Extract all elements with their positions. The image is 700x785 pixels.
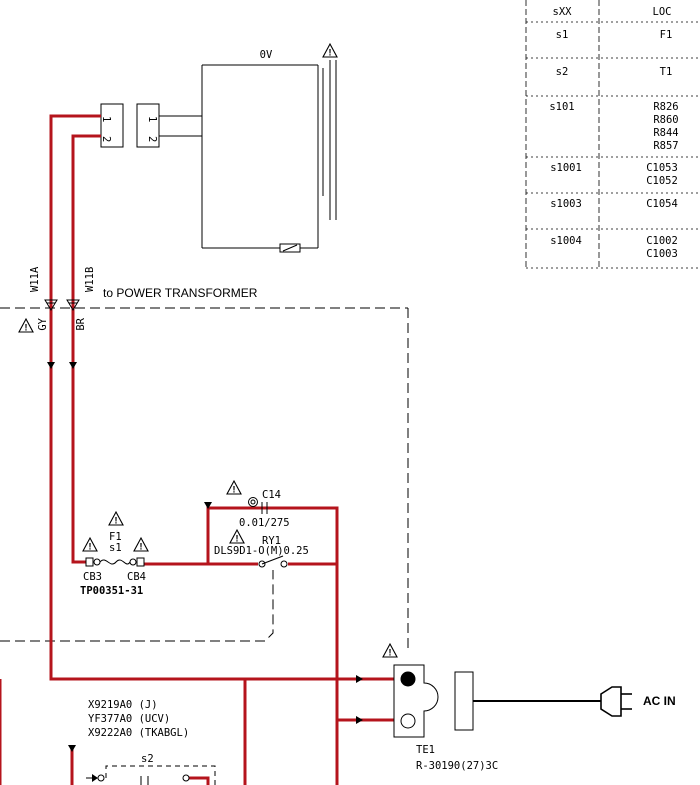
connector-pin-label: 1 <box>146 116 158 122</box>
terminal-te1 <box>393 664 439 738</box>
fuse-f1 <box>85 557 145 567</box>
terminal-part: R-30190(27)3C <box>416 760 498 772</box>
power-transformer-note: to POWER TRANSFORMER <box>103 286 258 300</box>
table-row-loc: R860 <box>653 114 678 126</box>
table-row-loc: C1052 <box>646 175 678 187</box>
table-header-sxx: sXX <box>553 6 573 18</box>
connector-pin-label: 2 <box>146 136 158 142</box>
fuse-cb4: CB4 <box>127 571 146 583</box>
terminal-ref: TE1 <box>416 744 435 756</box>
capacitor-ref: C14 <box>262 489 281 501</box>
table-row-id: s1001 <box>550 162 582 174</box>
relay-ref: RY1 <box>262 535 281 547</box>
switch-ref: s2 <box>141 753 154 765</box>
table-row-id: s1 <box>556 29 569 41</box>
connector-pin-label: 1 <box>100 116 112 122</box>
fuse-part: TP00351-31 <box>80 585 143 597</box>
plug-icon <box>600 686 632 717</box>
table-row-loc: R826 <box>653 101 678 113</box>
fuse-sub-ref: s1 <box>109 542 122 554</box>
warning-icon <box>322 43 338 59</box>
warning-icon <box>133 537 149 553</box>
table-header-loc: LOC <box>653 6 672 18</box>
table-row-loc: R857 <box>653 140 678 152</box>
switch-s2 <box>86 765 216 785</box>
table-row-loc: F1 <box>660 29 673 41</box>
transformer-0v-label: 0V <box>260 49 273 61</box>
fuse-cb3: CB3 <box>83 571 102 583</box>
table-row-id: s1003 <box>550 198 582 210</box>
connector-pin-label: 2 <box>100 136 112 142</box>
table-row-id: s101 <box>549 101 574 113</box>
table-row-id: s2 <box>556 66 569 78</box>
table-row-loc: T1 <box>660 66 673 78</box>
table-row-loc: R844 <box>653 127 678 139</box>
table-row-loc: C1002 <box>646 235 678 247</box>
table-row-loc: C1003 <box>646 248 678 260</box>
power-wiring <box>0 114 394 785</box>
board-boundary <box>0 307 409 650</box>
wire-color-br: BR <box>75 317 87 330</box>
location-table <box>525 0 700 269</box>
table-row-loc: C1054 <box>646 198 678 210</box>
table-row-id: s1004 <box>550 235 582 247</box>
warning-icon <box>382 643 398 659</box>
capacitor-c14 <box>248 497 268 514</box>
ac-in-label: AC IN <box>643 694 676 708</box>
fuse-ref: F1 <box>109 531 122 543</box>
relay-part: DLS9D1-O(M)0.25 <box>214 545 309 557</box>
ac-inlet <box>454 671 601 731</box>
warning-icon <box>108 511 124 527</box>
model-item: YF377A0 (UCV) <box>88 713 170 725</box>
wire-connector <box>100 103 160 148</box>
warning-icon <box>82 537 98 553</box>
wire-label-w11b: W11B <box>84 267 96 292</box>
capacitor-value: 0.01/275 <box>239 517 290 529</box>
wire-color-gy: GY <box>37 317 49 330</box>
relay-ry1 <box>258 555 288 568</box>
wire-markers <box>47 362 363 752</box>
warning-icon <box>226 480 242 496</box>
wire-label-w11a: W11A <box>29 266 41 292</box>
connector-triangles <box>44 299 80 311</box>
model-item: X9219A0 (J) <box>88 699 158 711</box>
table-row-loc: C1053 <box>646 162 678 174</box>
warning-icon <box>229 529 245 545</box>
model-item: X9222A0 (TKABGL) <box>88 727 189 739</box>
warning-icon <box>18 318 34 334</box>
power-transformer <box>158 60 337 253</box>
